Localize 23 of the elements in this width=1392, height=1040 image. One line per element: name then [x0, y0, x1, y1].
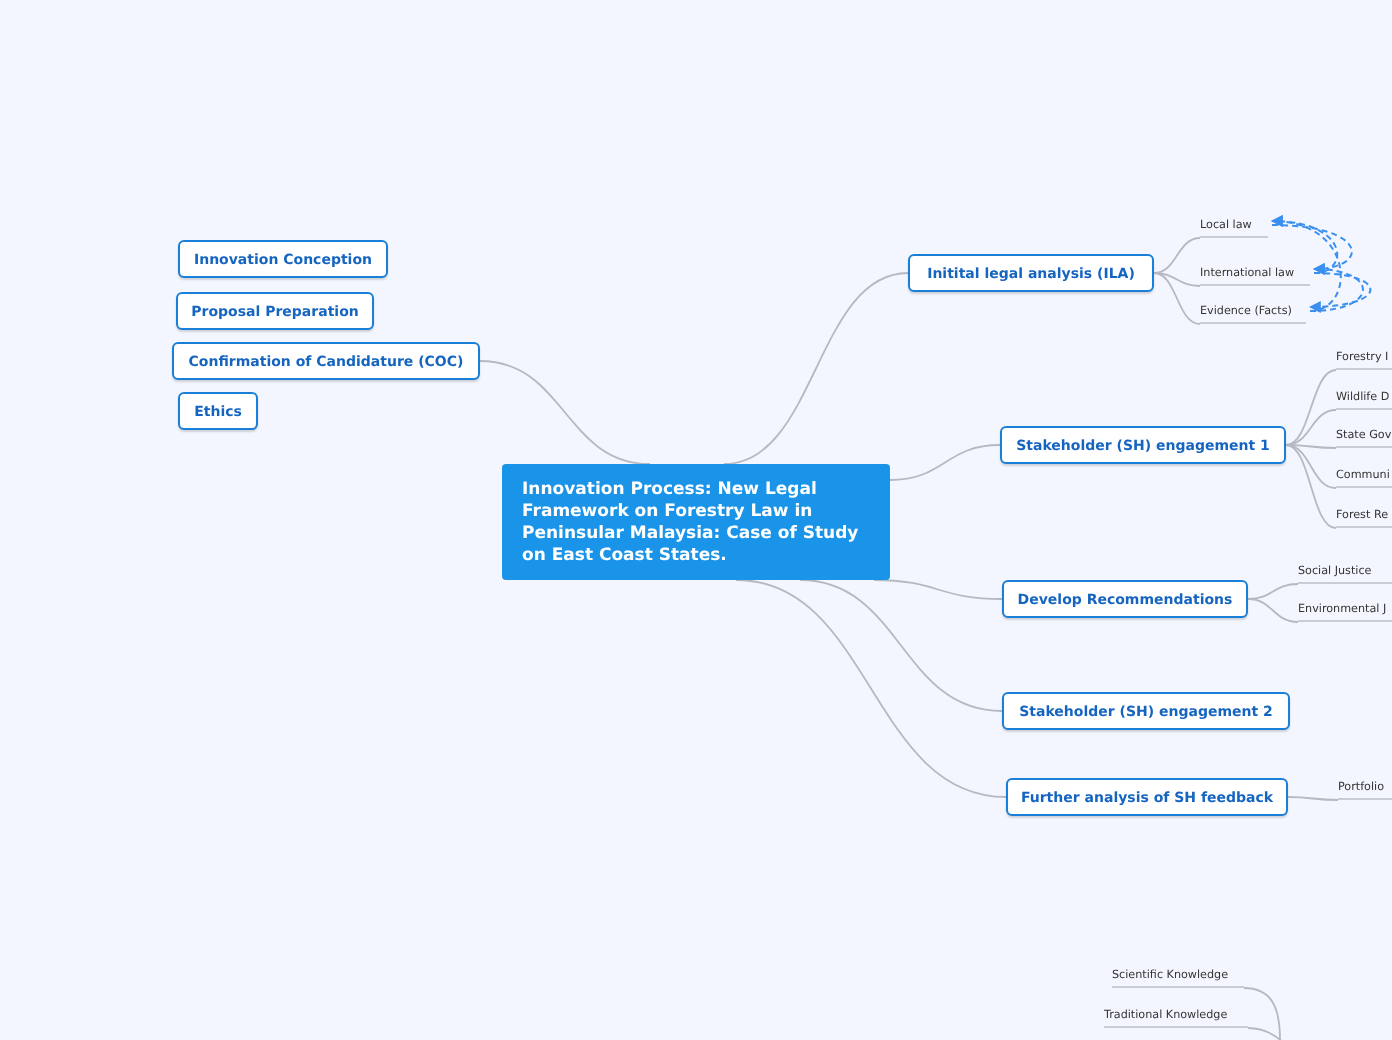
connector-line	[1285, 444, 1337, 529]
connector-line	[889, 444, 1001, 481]
connector-line	[1153, 272, 1201, 325]
connector-line	[723, 272, 909, 465]
connector-line	[1247, 598, 1299, 623]
connector-line	[1243, 987, 1281, 1040]
connector-line	[1153, 237, 1201, 274]
connector-line	[479, 360, 651, 465]
dashed-arrow	[1271, 224, 1353, 275]
central-topic-box: Innovation Process: New Legal Framework on Forestry Law in Peninsular Malaysia: Case of Study on East Coast States.	[502, 464, 890, 580]
connector-line	[735, 579, 1007, 798]
connector-line	[1247, 1027, 1285, 1040]
connector-line	[799, 579, 1003, 712]
dashed-arrow	[1308, 272, 1372, 313]
connector-line	[1285, 409, 1337, 446]
dashed-arrow	[1270, 216, 1342, 312]
connector-line	[1285, 444, 1337, 489]
connector-line	[1247, 583, 1299, 600]
connector-line	[873, 579, 1003, 600]
connector-line	[1285, 369, 1337, 446]
dashed-arrow	[1309, 263, 1364, 312]
connector-line	[1287, 796, 1339, 801]
connector-line	[1153, 272, 1201, 287]
